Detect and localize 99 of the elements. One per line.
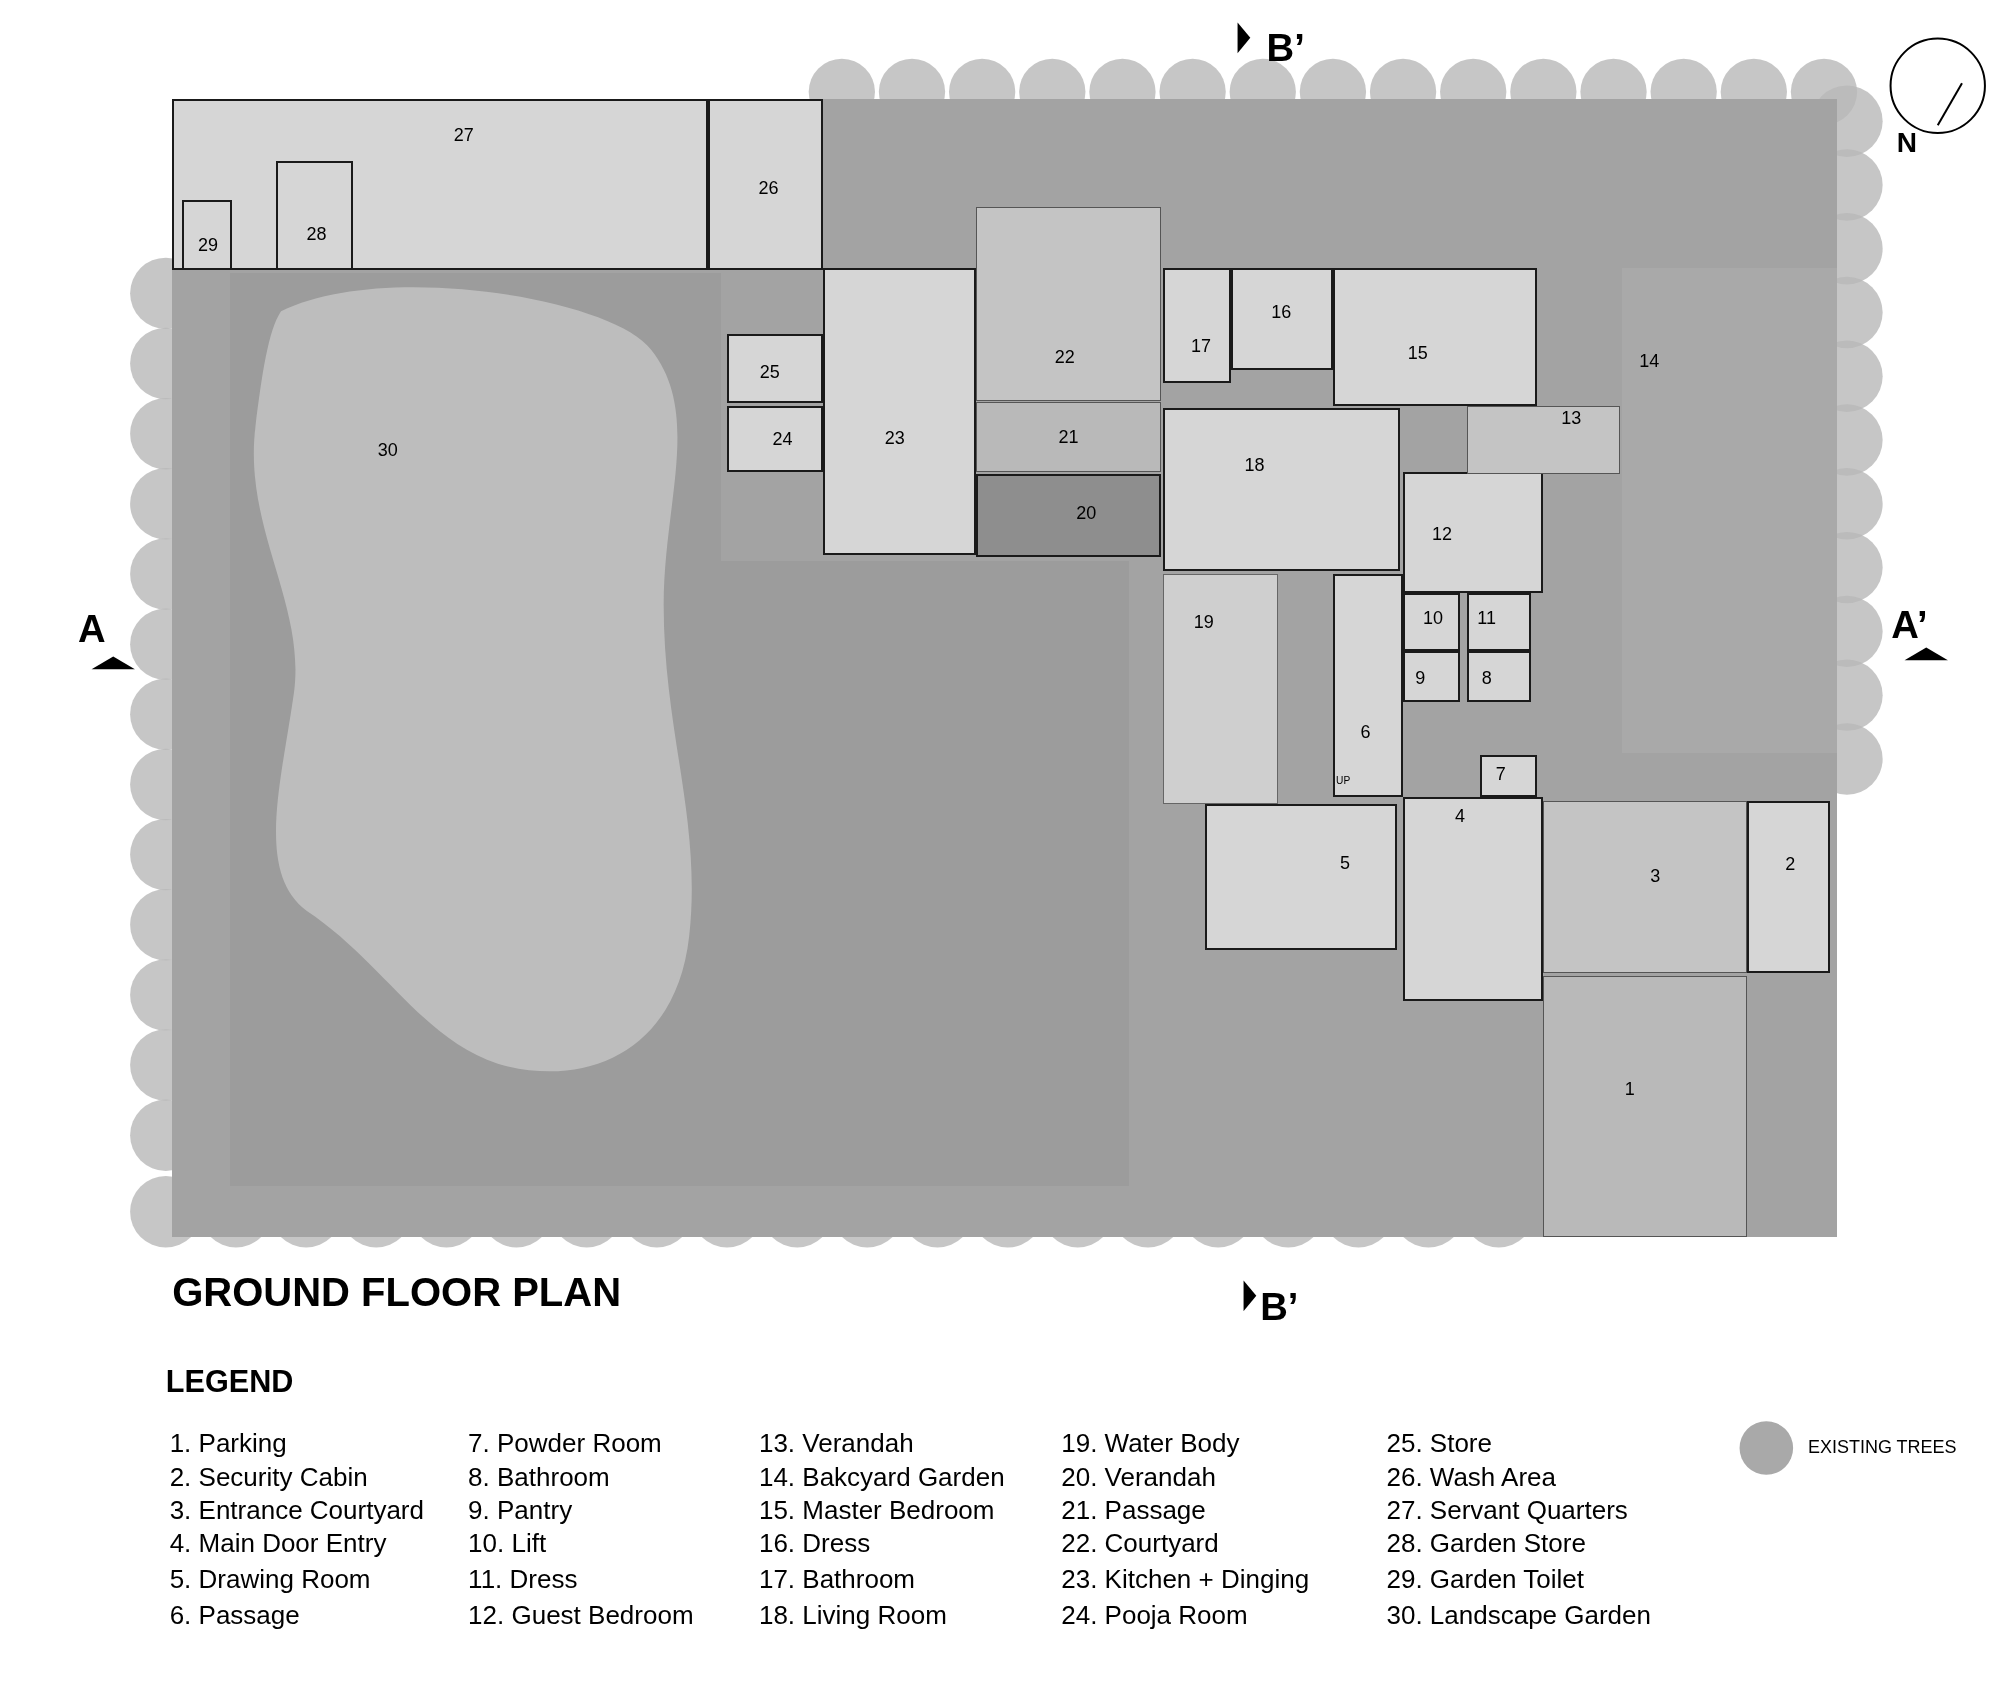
- room-area: [1466, 650, 1531, 702]
- room-number: 8: [1481, 669, 1492, 687]
- room-area: [276, 161, 353, 270]
- legend-entry: 18. Living Room: [758, 1601, 947, 1628]
- section-label: A’: [1891, 605, 1928, 645]
- legend-text: EXISTING TREES: [1807, 1436, 1957, 1460]
- room-area: [1163, 408, 1401, 572]
- legend-entry: 3. Entrance Courtyard: [169, 1497, 424, 1524]
- north-label: N: [1896, 128, 1917, 157]
- room-area: [1747, 801, 1831, 974]
- room-area: [975, 206, 1161, 401]
- legend-entry: 21. Passage: [1061, 1497, 1206, 1524]
- room-number: 20: [1076, 504, 1097, 523]
- legend-entry: 29. Garden Toilet: [1386, 1566, 1584, 1593]
- room-area: [1332, 267, 1537, 406]
- legend-entry: 8. Bathroom: [468, 1464, 610, 1491]
- legend-entry: 19. Water Body: [1061, 1429, 1240, 1456]
- legend-entry: 26. Wash Area: [1386, 1464, 1557, 1491]
- room-number: 23: [884, 429, 905, 448]
- legend-entry: 23. Kitchen + Dinging: [1061, 1566, 1310, 1593]
- legend-entry: 16. Dress: [758, 1530, 871, 1557]
- room-number: 10: [1423, 609, 1444, 628]
- room-number: 5: [1340, 853, 1351, 872]
- room-number: 26: [758, 179, 779, 198]
- section-label: A: [78, 609, 106, 648]
- legend-entry: 12. Guest Bedroom: [468, 1601, 694, 1628]
- legend-entry: 7. Powder Room: [468, 1429, 662, 1456]
- room-area: [1163, 267, 1231, 383]
- legend-entry: 30. Landscape Garden: [1386, 1601, 1651, 1628]
- room-number: 19: [1193, 613, 1214, 632]
- room-area: [1479, 755, 1537, 798]
- room-area: [727, 334, 823, 404]
- room-area: [181, 199, 232, 270]
- room-number: 13: [1561, 409, 1582, 428]
- room-area: [1403, 797, 1544, 1002]
- legend-entry: 10. Lift: [468, 1530, 547, 1557]
- room-area: [975, 401, 1161, 472]
- room-number: 2: [1785, 855, 1796, 874]
- room-number: 15: [1407, 343, 1428, 362]
- room-area: [1332, 573, 1404, 798]
- room-area: [727, 405, 823, 472]
- section-label: B’: [1266, 29, 1305, 68]
- garden-area: [1622, 267, 1837, 753]
- room-area: [1403, 471, 1544, 594]
- garden-area: [229, 272, 721, 1187]
- plan-title: GROUND FLOOR PLAN: [172, 1272, 622, 1313]
- legend-entry: 22. Courtyard: [1061, 1530, 1219, 1557]
- room-area: [1543, 801, 1748, 974]
- room-number: 25: [759, 362, 780, 381]
- room-number: 7: [1495, 764, 1506, 783]
- room-number: 9: [1415, 669, 1426, 687]
- room-number: 28: [306, 224, 327, 243]
- room-number: 22: [1054, 347, 1075, 366]
- room-area: [1403, 593, 1461, 651]
- room-area: [975, 474, 1161, 558]
- legend-entry: 13. Verandah: [758, 1429, 914, 1456]
- room-number: 18: [1244, 456, 1265, 474]
- section-label: B’: [1260, 1288, 1299, 1327]
- room-area: [707, 99, 823, 271]
- legend-entry: 4. Main Door Entry: [169, 1530, 387, 1557]
- room-number: 3: [1650, 867, 1661, 885]
- legend-entry: 24. Pooja Room: [1061, 1601, 1248, 1628]
- room-area: [1230, 267, 1333, 370]
- stair-label: UP: [1336, 775, 1351, 786]
- room-area: [1466, 405, 1620, 475]
- room-number: 6: [1360, 722, 1371, 741]
- room-number: 17: [1190, 337, 1211, 356]
- legend-entry: 2. Security Cabin: [169, 1464, 368, 1491]
- room-number: 29: [198, 236, 219, 255]
- room-area: [1163, 573, 1279, 804]
- legend-entry: 27. Servant Quarters: [1386, 1497, 1628, 1524]
- room-number: 12: [1432, 524, 1453, 543]
- legend-entry: 11. Dress: [468, 1566, 578, 1593]
- room-area: [1466, 593, 1531, 651]
- room-number: 21: [1058, 428, 1079, 447]
- legend-entry: 5. Drawing Room: [169, 1566, 371, 1593]
- legend-heading: LEGEND: [165, 1366, 294, 1397]
- room-area: [172, 99, 708, 271]
- room-number: 16: [1271, 302, 1292, 321]
- room-area: [1205, 803, 1397, 951]
- legend-entry: 15. Master Bedroom: [758, 1497, 995, 1524]
- legend-entry: 6. Passage: [169, 1601, 300, 1628]
- room-number: 4: [1454, 806, 1465, 825]
- legend-entry: 1. Parking: [169, 1429, 287, 1456]
- legend-entry: 28. Garden Store: [1386, 1530, 1586, 1557]
- legend-entry: 9. Pantry: [468, 1497, 573, 1524]
- legend-entry: 25. Store: [1386, 1429, 1492, 1456]
- room-number: 24: [772, 430, 793, 449]
- room-number: 30: [377, 441, 398, 460]
- room-number: 1: [1624, 1080, 1635, 1098]
- room-number: 11: [1477, 609, 1496, 628]
- room-area: [822, 267, 976, 555]
- room-area: [1403, 650, 1461, 702]
- room-number: 27: [453, 125, 474, 144]
- legend-entry: 14. Bakcyard Garden: [758, 1464, 1005, 1491]
- room-area: [1543, 975, 1748, 1238]
- legend-entry: 20. Verandah: [1061, 1464, 1216, 1491]
- legend-entry: 17. Bathroom: [758, 1566, 915, 1593]
- room-number: 14: [1639, 351, 1660, 370]
